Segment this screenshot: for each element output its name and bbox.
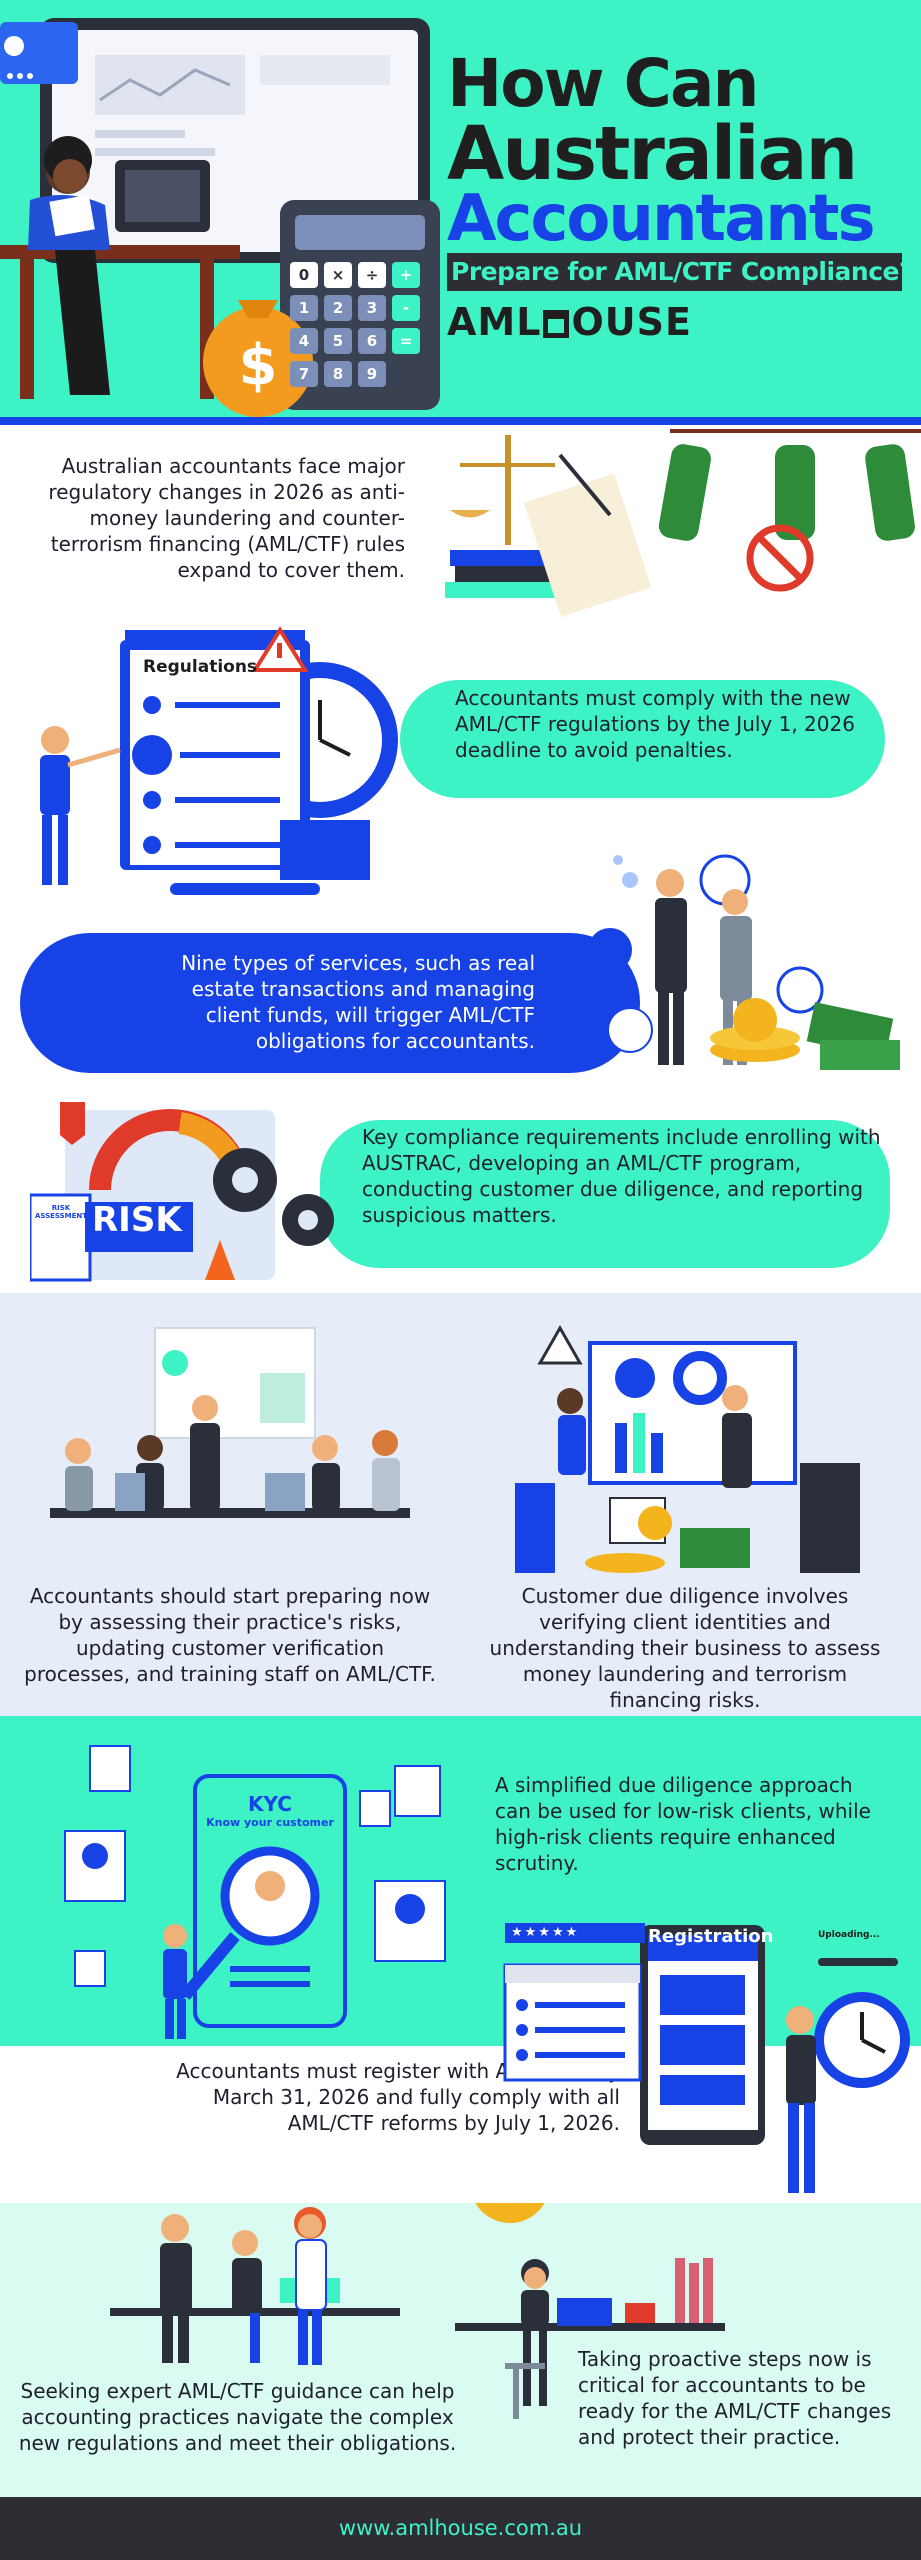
title-line-3: Accountants xyxy=(447,182,876,256)
title-line-2: Australian xyxy=(447,111,858,197)
section-intro: Australian accountants face major regula… xyxy=(0,425,921,635)
requirements-text: Key compliance requirements include enro… xyxy=(362,1125,881,1227)
section-deadline: Regulations Accountants must comply with… xyxy=(0,625,921,910)
kyc-text: A simplified due diligence approach can … xyxy=(495,1773,871,1875)
header-divider xyxy=(0,417,921,425)
intro-text: Australian accountants face major regula… xyxy=(48,454,405,582)
risk-label: RISK xyxy=(92,1200,182,1240)
calculator-key: ÷ xyxy=(358,262,386,288)
calculator-key: + xyxy=(392,262,420,288)
deadline-text: Accountants must comply with the new AML… xyxy=(455,686,855,762)
calculator-key: - xyxy=(392,295,420,321)
clipboard-title: Regulations xyxy=(143,657,258,677)
registration-illustration xyxy=(503,1925,910,2193)
calculator-key: = xyxy=(392,328,420,354)
regulations-clipboard-illustration xyxy=(40,626,398,895)
due-diligence-illustration xyxy=(515,1324,860,1573)
rating-stars: ★★★★★ xyxy=(505,1923,645,1943)
preparation-text: Accountants should start preparing now b… xyxy=(24,1584,436,1686)
kyc-illustration xyxy=(64,1745,446,2039)
team-meeting-illustration xyxy=(50,1327,410,1518)
subtitle-bar: Prepare for AML/CTF Compliance? xyxy=(447,253,913,291)
due-diligence-text: Customer due diligence involves verifyin… xyxy=(489,1584,881,1712)
calculator-key: 3 xyxy=(358,295,386,321)
office-illustration: $ xyxy=(0,18,440,417)
section-registration: Accountants must register with AUSTRAC b… xyxy=(0,2046,921,2203)
logo-text-left: AML xyxy=(447,300,542,344)
money-bag-icon: $ xyxy=(239,333,278,398)
calculator-key: 7 xyxy=(290,361,318,387)
requirements-pill xyxy=(320,1120,890,1268)
services-text: Nine types of services, such as real est… xyxy=(181,951,535,1053)
house-icon xyxy=(543,310,570,338)
kyc-title: KYC xyxy=(248,1792,292,1816)
proactive-text: Taking proactive steps now is critical f… xyxy=(578,2347,892,2449)
justice-money-illustration xyxy=(445,429,921,617)
calculator-key: 0 xyxy=(290,262,318,288)
footer: www.amlhouse.com.au xyxy=(0,2497,921,2560)
calculator-key: 6 xyxy=(358,328,386,354)
calculator-key: 2 xyxy=(324,295,352,321)
risk-assessment-illustration xyxy=(30,1102,334,1282)
logo-text-right: OUSE xyxy=(571,300,692,344)
kyc-subtitle: Know your customer xyxy=(206,1816,334,1829)
brand-logo: AML OUSE xyxy=(447,298,692,346)
proactive-worker-illustration xyxy=(455,2203,725,2419)
risk-assessment-label: RISK ASSESSMENT xyxy=(34,1204,88,1220)
section-services: Nine types of services, such as real est… xyxy=(0,850,921,1105)
section-kyc: KYC Know your customer A simplified due … xyxy=(0,1716,921,2046)
business-handshake-illustration xyxy=(588,854,900,1070)
experts-team-illustration xyxy=(110,2207,400,2365)
calculator-key: 5 xyxy=(324,328,352,354)
section-requirements: RISK RISK ASSESSMENT Key compliance requ… xyxy=(0,1090,921,1295)
calculator-key: 4 xyxy=(290,328,318,354)
calculator-key: 9 xyxy=(358,361,386,387)
deadline-pill xyxy=(400,680,885,798)
section-guidance: Seeking expert AML/CTF guidance can help… xyxy=(0,2203,921,2497)
registration-title: Registration xyxy=(648,1926,774,1947)
uploading-label: Uploading... xyxy=(818,1930,880,1940)
calculator-key: 1 xyxy=(290,295,318,321)
guidance-text: Seeking expert AML/CTF guidance can help… xyxy=(18,2379,457,2455)
calculator-key: 8 xyxy=(324,361,352,387)
website-link[interactable]: www.amlhouse.com.au xyxy=(338,2516,583,2540)
title-line-1: How Can xyxy=(447,45,759,122)
calculator-key: × xyxy=(324,262,352,288)
section-preparation: Accountants should start preparing now b… xyxy=(0,1293,921,1716)
services-pill xyxy=(20,933,640,1073)
